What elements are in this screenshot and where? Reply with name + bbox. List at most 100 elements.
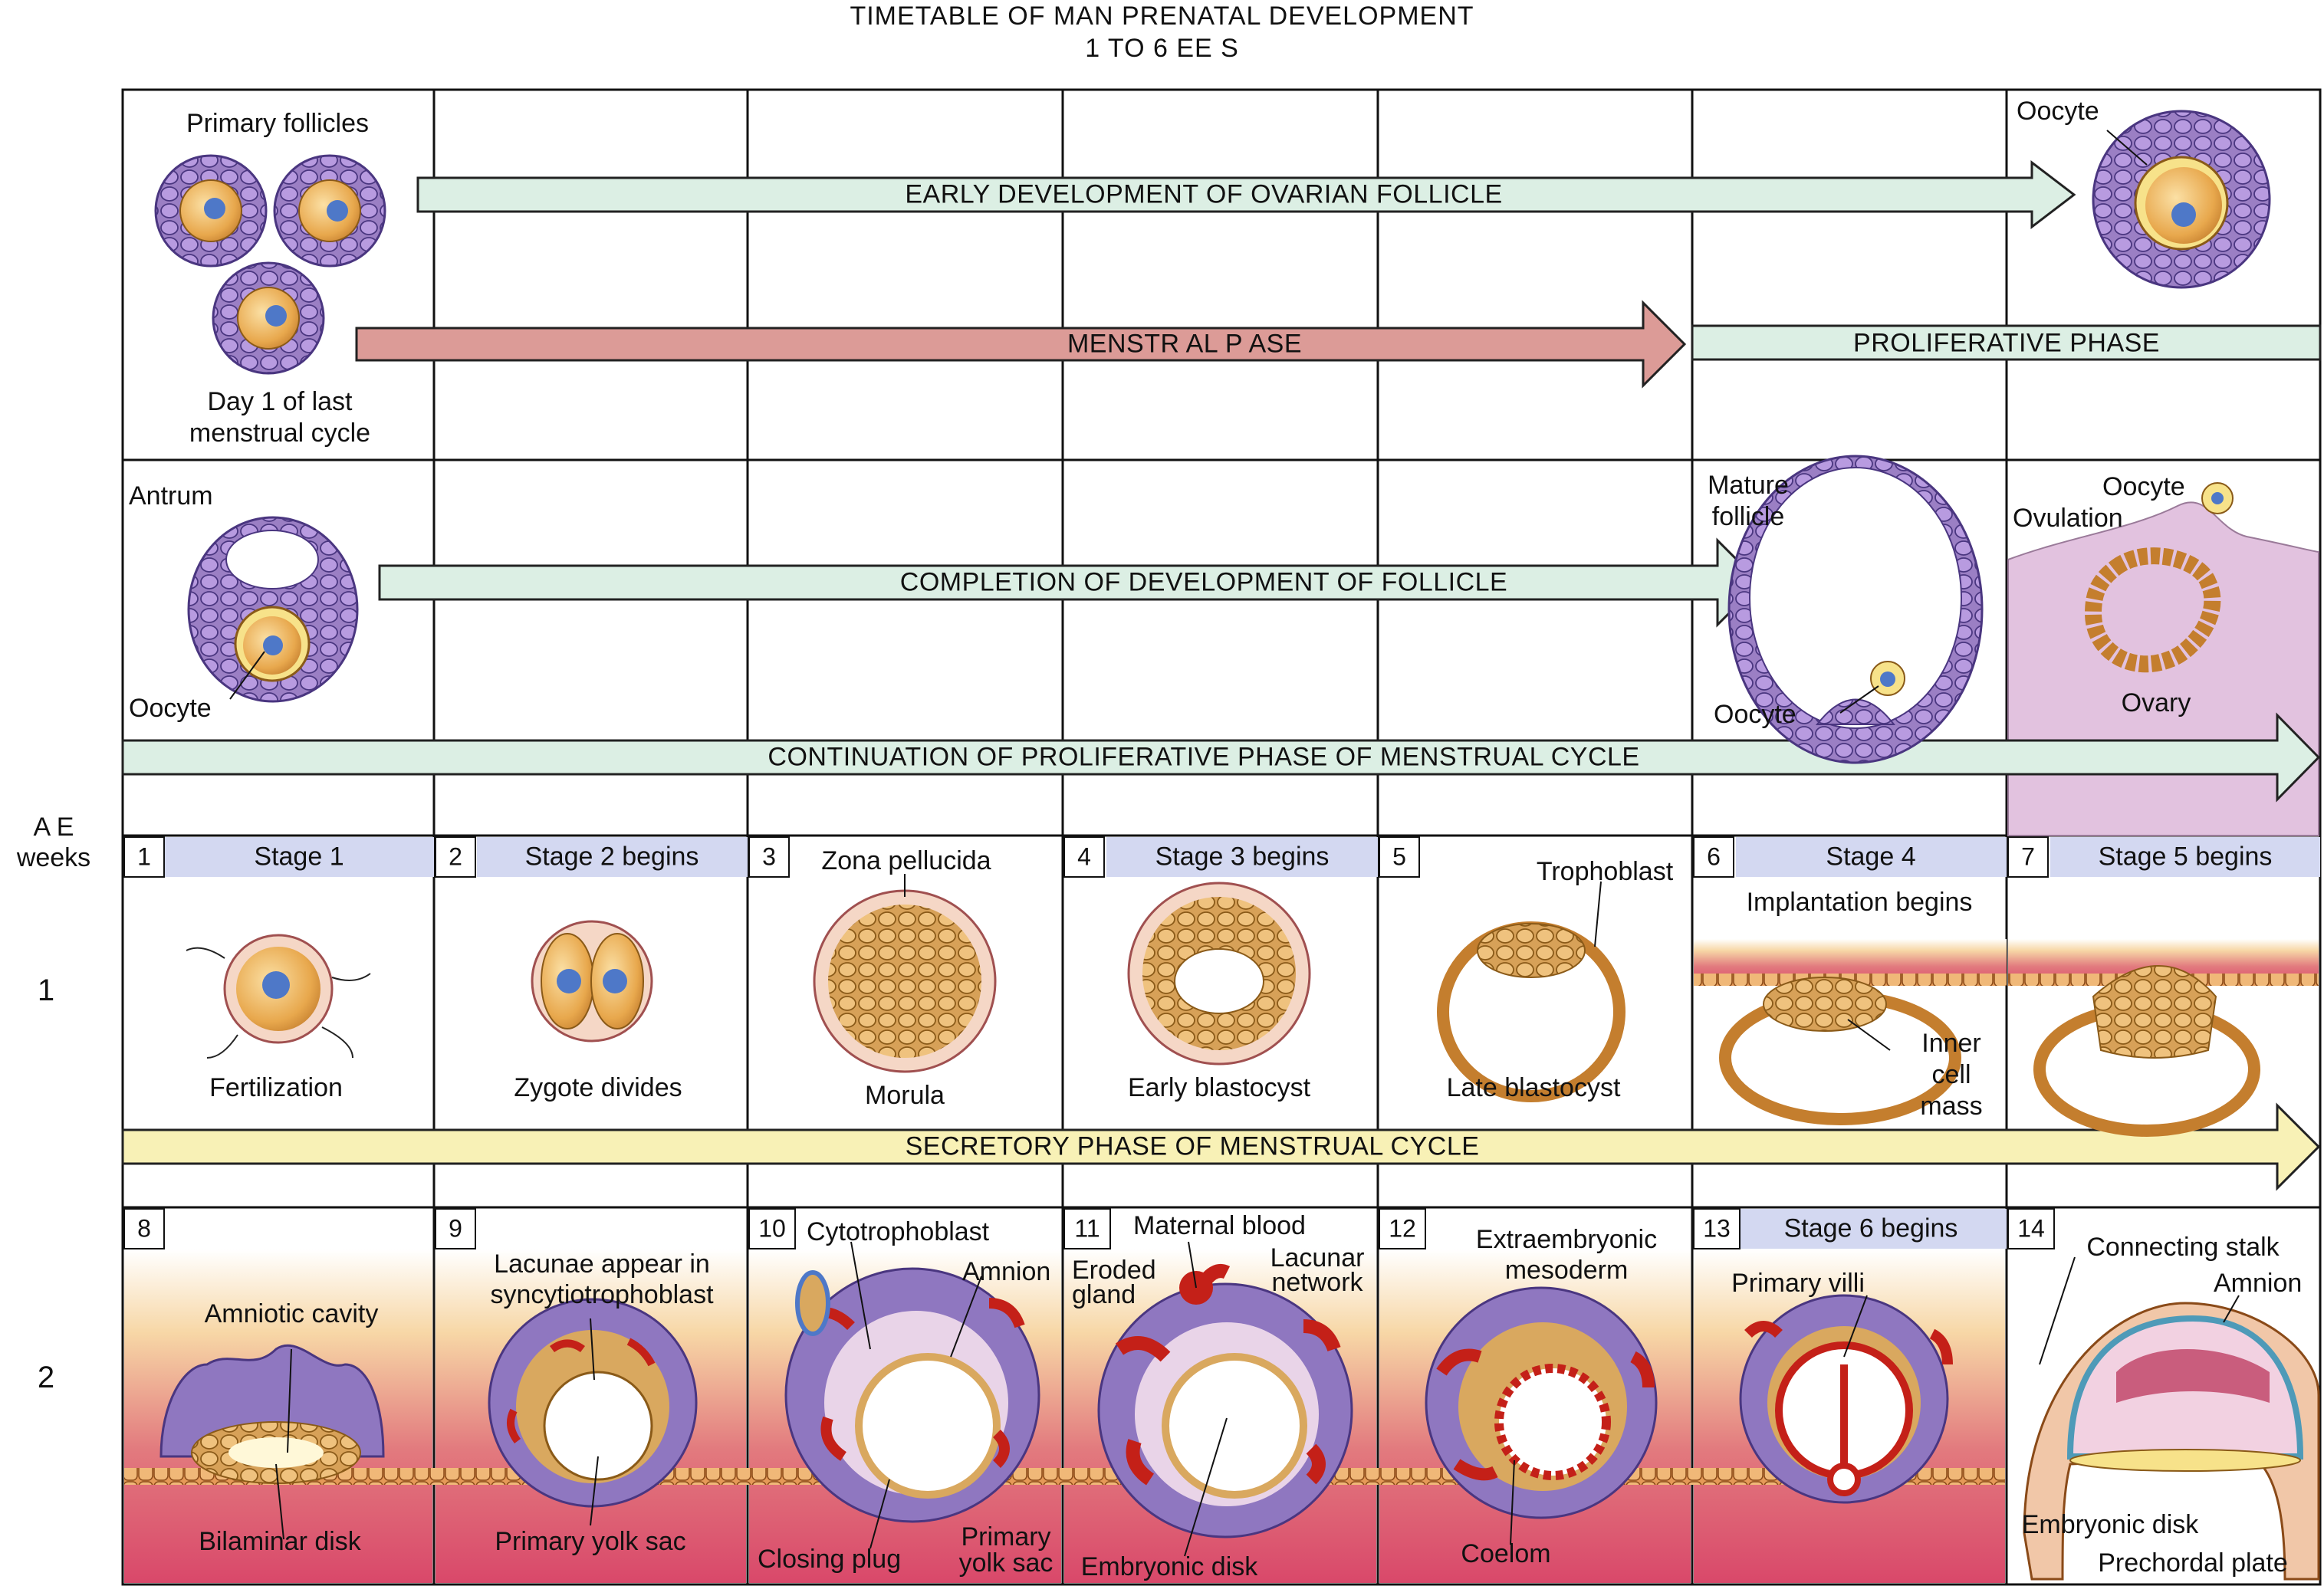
endometrium-week2	[124, 1249, 2005, 1583]
arrow-menstrual	[355, 300, 1687, 389]
day8-embryo	[159, 1344, 385, 1484]
arrow-menstrual-label: MENSTR AL P ASE	[1067, 329, 1303, 359]
inner-label: Inner	[1921, 1029, 1981, 1058]
arrow-continuation	[121, 712, 2321, 803]
day-number: 14	[2017, 1214, 2045, 1243]
age-label: A E	[33, 813, 74, 842]
zona-pellucida-label: Zona pellucida	[821, 846, 991, 875]
amnion14-label: Amnion	[2214, 1269, 2303, 1298]
mature-label: Mature	[1708, 471, 1789, 500]
day14-embryo	[2023, 1302, 2320, 1581]
zygote-caption: Zygote divides	[514, 1073, 682, 1102]
two-cell-zygote	[531, 920, 653, 1043]
day10-embryo	[784, 1267, 1040, 1523]
day11-embryo	[1097, 1264, 1353, 1538]
follicle-label: follicle	[1711, 502, 1785, 531]
embryonic-disk14-label: Embryonic disk	[2021, 1510, 2199, 1539]
prechordal-plate-label: Prechordal plate	[2098, 1548, 2288, 1578]
closing-plug-label: Closing plug	[758, 1545, 902, 1574]
leader-lines	[229, 130, 2240, 1557]
lacunae-label-1: Lacunae appear in	[494, 1249, 710, 1279]
fertilization-cell	[186, 934, 371, 1059]
primary-follicles-label: Primary follicles	[186, 109, 370, 138]
oocyte-top-label: Oocyte	[2017, 97, 2099, 126]
eroded-label-2: gland	[1072, 1280, 1136, 1309]
primary-ys-label-2: yolk sac	[958, 1548, 1054, 1578]
antral-follicle	[187, 516, 359, 703]
coelom-label: Coelom	[1461, 1539, 1551, 1568]
arrows	[121, 159, 2322, 1191]
morula-caption: Morula	[865, 1081, 945, 1110]
band-proliferative-label: PROLIFERATIVE PHASE	[1853, 328, 2160, 358]
oocyte-ov-label: Oocyte	[2102, 472, 2185, 501]
lacunae-label-2: syncytiotrophoblast	[490, 1280, 714, 1309]
maternal-blood-label: Maternal blood	[1133, 1211, 1306, 1240]
stage-label: Stage 5 begins	[2098, 842, 2273, 872]
day1-label: Day 1 of last	[207, 387, 353, 416]
stage-bands	[123, 836, 2320, 1249]
day-number: 4	[1077, 842, 1091, 871]
arrow-ovarian	[416, 159, 2076, 230]
primary-follicles	[154, 154, 386, 375]
amniotic-cavity-label: Amniotic cavity	[204, 1299, 379, 1328]
day-number: 6	[1707, 842, 1721, 871]
ovulation	[2084, 482, 2234, 673]
stage-label: Stage 3 begins	[1155, 842, 1330, 872]
primary-yolk-sac-label: Primary yolk sac	[495, 1527, 686, 1556]
trophoblast-label: Trophoblast	[1536, 857, 1674, 886]
week-1-label: 1	[37, 974, 55, 1007]
lacunar-label-2: network	[1271, 1268, 1363, 1297]
title-line1: TIMETABLE OF MAN PRENATAL DEVELOPMENT	[850, 2, 1474, 31]
arrow-continuation-label: CONTINUATION OF PROLIFERATIVE PHASE OF M…	[768, 742, 1640, 772]
morula-cell	[813, 889, 997, 1073]
antrum-label: Antrum	[129, 481, 213, 511]
oocyte-mature-label: Oocyte	[1714, 700, 1796, 729]
eroded-label-1: Eroded	[1072, 1256, 1156, 1285]
day9-embryo	[488, 1298, 698, 1508]
extraembryonic-label-1: Extraembryonic	[1475, 1225, 1658, 1254]
fertilization-caption: Fertilization	[209, 1073, 343, 1102]
mass-label: mass	[1920, 1092, 1983, 1121]
cytotrophoblast-label: Cytotrophoblast	[807, 1217, 990, 1246]
stage-label: Stage 6 begins	[1783, 1213, 1958, 1243]
day-number: 2	[449, 842, 462, 871]
primary-ys-label-1: Primary	[961, 1522, 1051, 1552]
day-number: 13	[1703, 1214, 1731, 1243]
arrow-secretory	[121, 1102, 2321, 1191]
day-number: 12	[1389, 1214, 1416, 1243]
oocyte-left-label: Oocyte	[129, 694, 212, 723]
stage-label: Stage 4	[1826, 842, 1916, 872]
stage-label: Stage 1	[254, 842, 344, 872]
day1b-label: menstrual cycle	[189, 419, 371, 448]
band-proliferative	[1691, 324, 2322, 361]
day12-embryo	[1425, 1286, 1658, 1519]
embryonic-disk11-label: Embryonic disk	[1080, 1552, 1258, 1581]
day-number: 11	[1074, 1214, 1100, 1243]
weeks-label: weeks	[16, 843, 91, 872]
day-number: 7	[2021, 842, 2035, 871]
bilaminar-disk-label: Bilaminar disk	[199, 1527, 361, 1556]
day13-embryo	[1739, 1294, 1953, 1504]
primary-villi-label: Primary villi	[1731, 1269, 1865, 1298]
arrow-ovarian-label: EARLY DEVELOPMENT OF OVARIAN FOLLICLE	[905, 179, 1503, 209]
amnion10-label: Amnion	[962, 1257, 1051, 1286]
day-number: 9	[449, 1214, 462, 1243]
lacunar-label-1: Lacunar	[1270, 1243, 1365, 1272]
arrow-secretory-label: SECRETORY PHASE OF MENSTRUAL CYCLE	[905, 1131, 1480, 1161]
day-number: 3	[762, 842, 776, 871]
early-blastocyst-caption: Early blastocyst	[1127, 1073, 1311, 1102]
title-line2: 1 TO 6 EE S	[1085, 34, 1239, 63]
cell-label: cell	[1931, 1060, 1971, 1089]
day-number: 10	[758, 1214, 786, 1243]
ovulation-label: Ovulation	[2013, 504, 2123, 533]
late-blastocyst	[1437, 921, 1625, 1102]
day-number: 1	[137, 842, 151, 871]
ovary-tissue	[2007, 501, 2319, 836]
mature-follicle	[1727, 455, 1984, 764]
late-blastocyst-caption: Late blastocyst	[1446, 1073, 1621, 1102]
implantation-stage5	[2008, 939, 2319, 1137]
stage-label: Stage 2 begins	[524, 842, 699, 872]
growing-follicle	[2092, 110, 2271, 289]
ovary-label: Ovary	[2121, 688, 2191, 717]
day-number: 5	[1392, 842, 1406, 871]
